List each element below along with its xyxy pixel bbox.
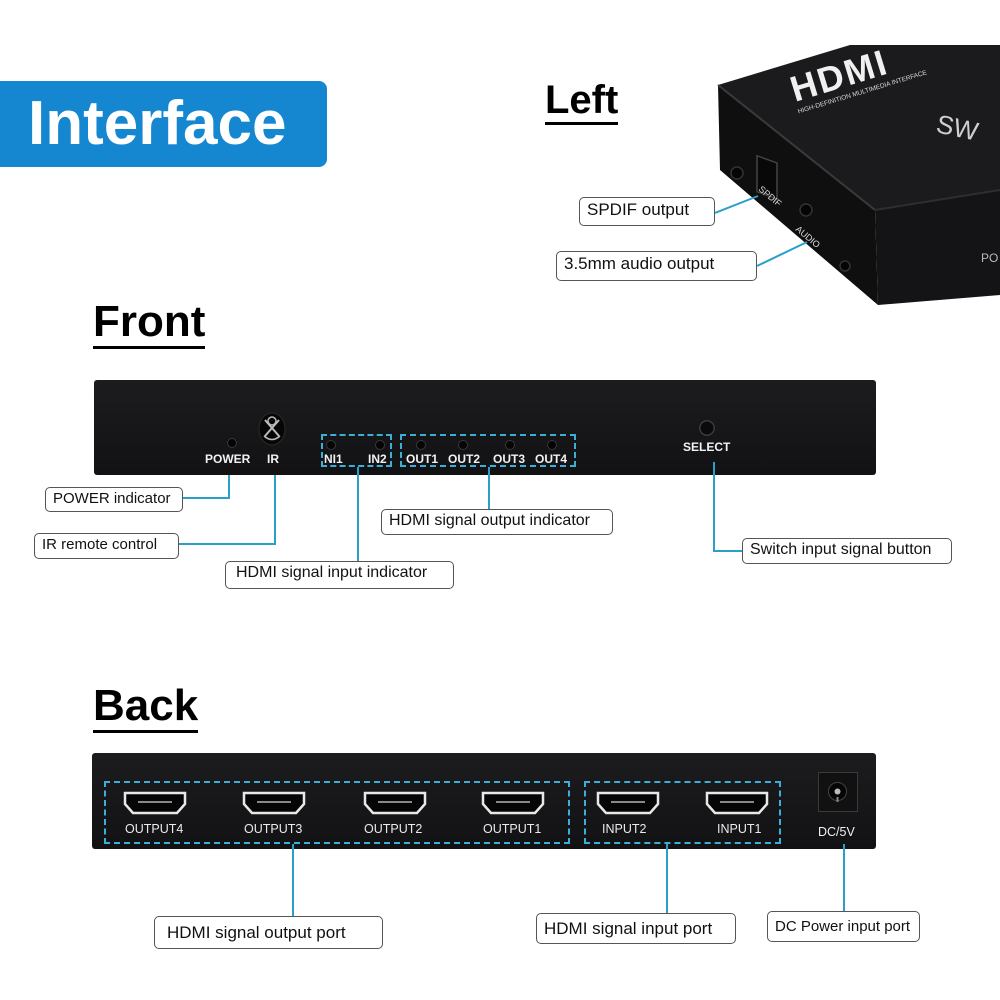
label-output1: OUTPUT1	[483, 822, 542, 836]
callout-input-port: HDMI signal input port	[536, 913, 736, 944]
callout-input-indicator: HDMI signal input indicator	[225, 561, 454, 589]
back-heading: Back	[93, 684, 199, 733]
ir-leader	[274, 475, 276, 545]
left-leaders	[715, 195, 808, 267]
output-port-leader	[292, 844, 294, 916]
in1-label: NI1	[324, 452, 343, 466]
front-heading: Front	[93, 300, 206, 349]
dc-port-leader	[843, 844, 845, 911]
out4-led	[547, 440, 557, 450]
in1-led	[326, 440, 336, 450]
label-input2: INPUT2	[602, 822, 647, 836]
out1-led	[416, 440, 426, 450]
ir-label: IR	[267, 452, 279, 466]
select-leader-h	[713, 550, 742, 552]
hdmi-port-output3[interactable]	[241, 790, 307, 816]
in2-label: IN2	[368, 452, 387, 466]
out3-label: OUT3	[493, 452, 526, 466]
ir-sensor-icon	[258, 412, 286, 446]
input-indicator-group	[321, 434, 392, 467]
out3-led	[505, 440, 515, 450]
front-panel	[94, 380, 876, 475]
out2-led	[458, 440, 468, 450]
callout-power-indicator: POWER indicator	[45, 487, 183, 512]
svg-text:PO: PO	[981, 251, 998, 265]
callout-dc-port: DC Power input port	[767, 911, 920, 942]
callout-switch-button: Switch input signal button	[742, 538, 952, 564]
in2-led	[375, 440, 385, 450]
label-output3: OUTPUT3	[244, 822, 303, 836]
input-port-leader	[666, 844, 668, 914]
hdmi-port-input1[interactable]	[704, 790, 770, 816]
hdmi-port-input2[interactable]	[595, 790, 661, 816]
select-leader	[713, 462, 715, 552]
input-indicator-leader	[357, 467, 359, 564]
dc-label: DC/5V	[818, 825, 855, 839]
interface-banner: Interface	[0, 81, 327, 167]
power-label: POWER	[205, 452, 251, 466]
out4-label: OUT4	[535, 452, 568, 466]
dc-power-jack[interactable]	[818, 772, 858, 812]
device-left-photo: HDMI HIGH-DEFINITION MULTIMEDIA INTERFAC…	[700, 40, 1000, 315]
hdmi-port-output2[interactable]	[362, 790, 428, 816]
label-output4: OUTPUT4	[125, 822, 184, 836]
hdmi-port-output4[interactable]	[122, 790, 188, 816]
hdmi-port-output1[interactable]	[480, 790, 546, 816]
output-indicator-group	[400, 434, 576, 467]
select-button[interactable]	[699, 420, 715, 436]
callout-output-port: HDMI signal output port	[154, 916, 383, 949]
select-label: SELECT	[683, 440, 731, 454]
callout-spdif-output: SPDIF output	[579, 197, 715, 226]
callout-output-indicator: HDMI signal output indicator	[381, 509, 613, 535]
out1-label: OUT1	[406, 452, 439, 466]
left-heading: Left	[545, 80, 619, 125]
power-led	[227, 438, 237, 448]
label-output2: OUTPUT2	[364, 822, 423, 836]
out2-label: OUT2	[448, 452, 481, 466]
power-leader-h	[183, 497, 230, 499]
input-port-group	[584, 781, 781, 844]
power-leader	[228, 475, 230, 499]
output-port-group	[104, 781, 570, 844]
output-indicator-leader	[488, 467, 490, 509]
label-input1: INPUT1	[717, 822, 762, 836]
callout-audio-output: 3.5mm audio output	[556, 251, 757, 281]
ir-leader-h	[179, 543, 276, 545]
callout-ir-remote: IR remote control	[34, 533, 179, 559]
